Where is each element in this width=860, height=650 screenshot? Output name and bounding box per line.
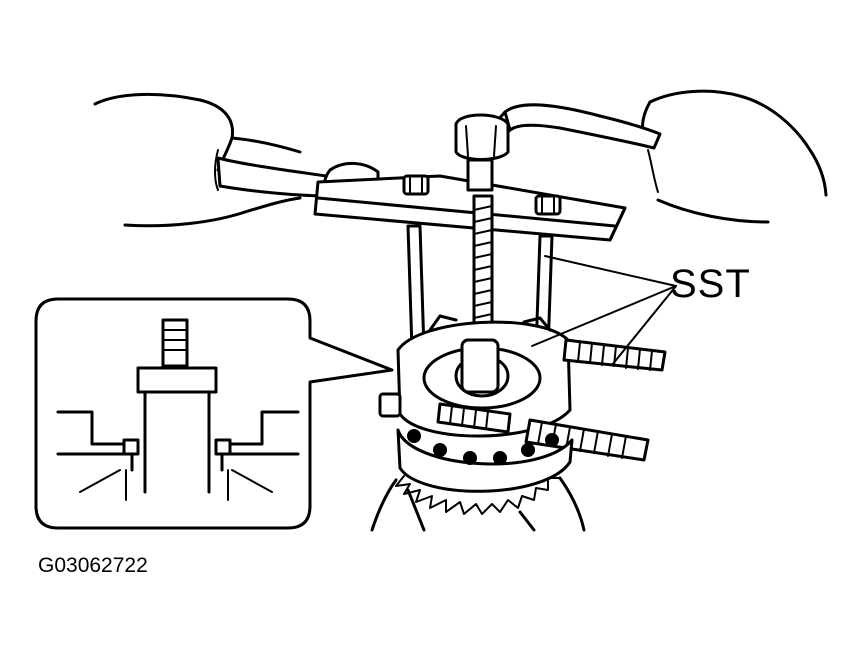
crossbar-bolt-left — [402, 174, 430, 196]
detail-inset — [34, 297, 394, 530]
crossbar-bolt-right — [534, 194, 562, 216]
right-hand — [641, 89, 828, 224]
separator-bolt-front — [436, 402, 512, 434]
puller-leg-left — [406, 224, 426, 352]
ring-gear — [395, 428, 574, 515]
separator-bolt-lower-right — [524, 418, 650, 462]
left-hand — [93, 92, 302, 228]
separator-bolt-upper-right — [562, 338, 667, 372]
differential-case — [370, 476, 586, 532]
sst-pointer-lines — [531, 255, 677, 366]
center-screw — [454, 113, 510, 348]
separator-bolt-left — [378, 392, 402, 418]
figure-code: G03062722 — [38, 554, 148, 577]
sst-label: SST — [670, 262, 751, 306]
